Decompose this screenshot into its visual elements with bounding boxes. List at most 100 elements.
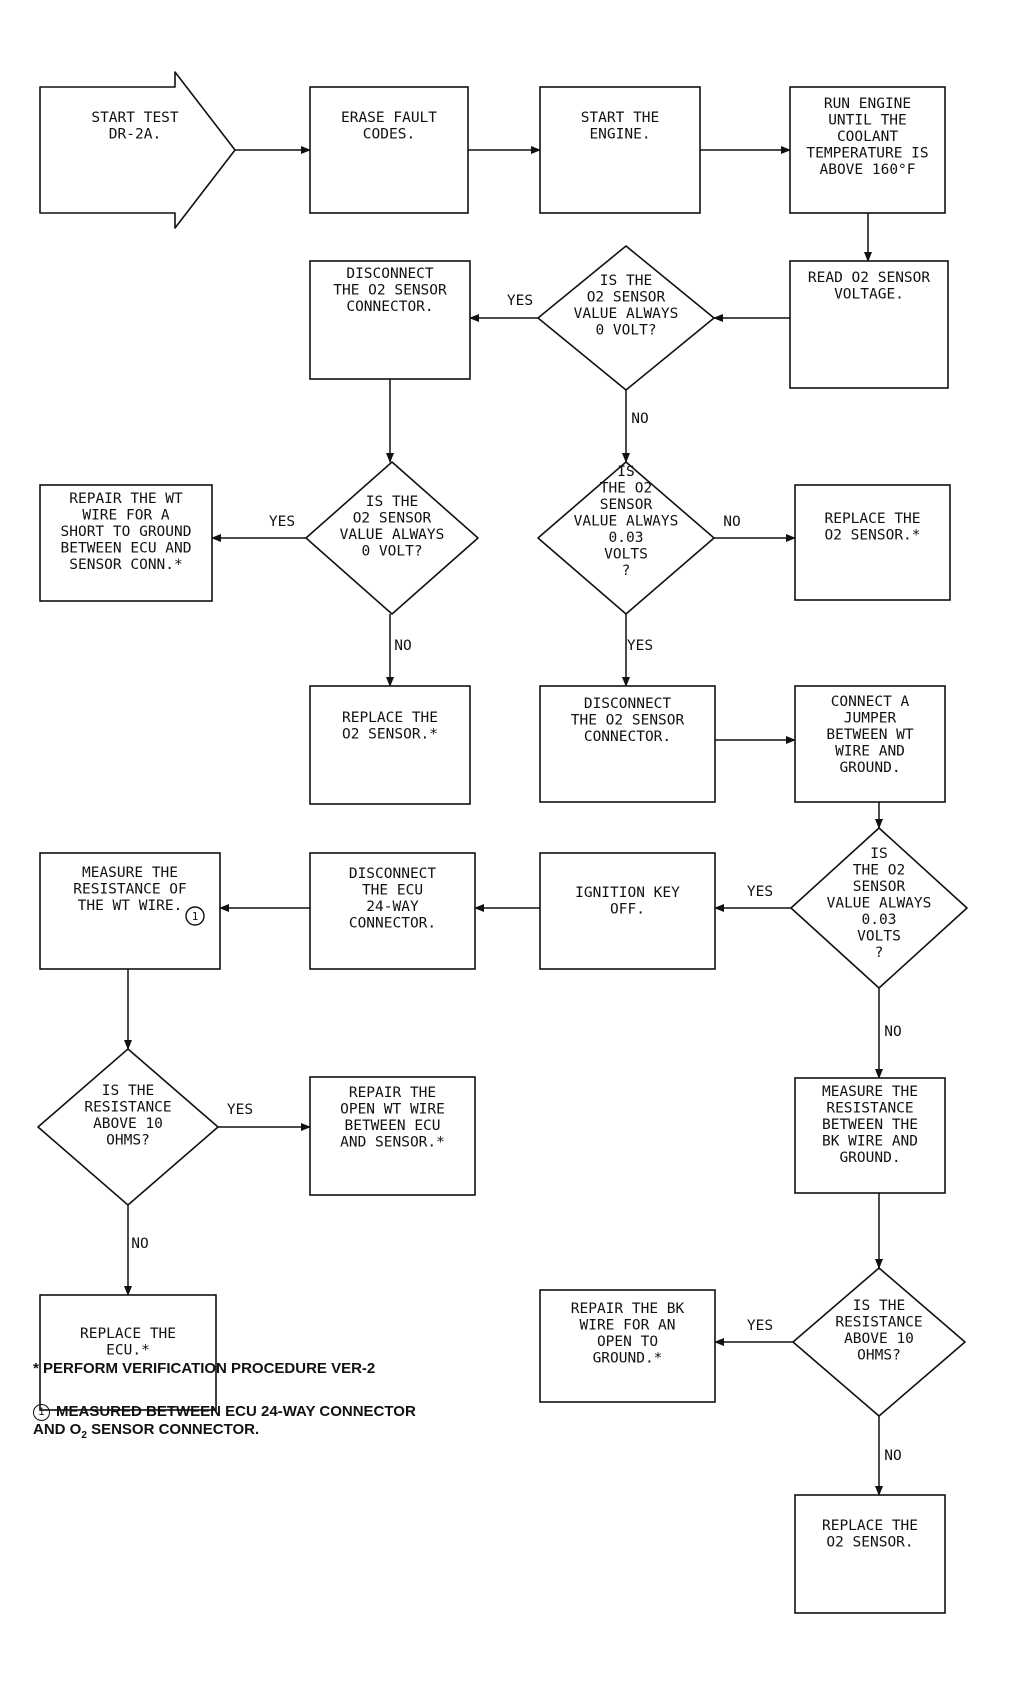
- node-text: VOLTS: [604, 547, 648, 563]
- node-text: START THE: [581, 110, 660, 126]
- node-text: REPAIR THE WT: [69, 491, 183, 507]
- node-text: SHORT TO GROUND: [61, 524, 192, 540]
- node-text: RUN ENGINE: [824, 96, 911, 112]
- process-box: [39, 1294, 217, 1411]
- node-text: O2 SENSOR.: [826, 1535, 913, 1551]
- node-text: OFF.: [610, 902, 645, 918]
- node-text: IS THE: [366, 494, 418, 510]
- node-text: UNTIL THE: [828, 113, 907, 129]
- process-box: [309, 86, 469, 214]
- node-text: VOLTS: [857, 929, 901, 945]
- marker-number: 1: [192, 910, 199, 923]
- node-text: GROUND.*: [593, 1351, 663, 1367]
- edge-label-d1-no: NO: [631, 411, 648, 427]
- node-text: IS: [870, 846, 887, 862]
- node-text: RESISTANCE: [835, 1315, 922, 1331]
- node-text: REPAIR THE: [349, 1085, 436, 1101]
- node-text: 0 VOLT?: [361, 544, 422, 560]
- decision-diamond: [537, 461, 715, 615]
- marker-circle-icon: 1: [33, 1403, 50, 1421]
- node-text: THE WT WIRE.: [78, 898, 183, 914]
- node-text: OHMS?: [106, 1133, 150, 1149]
- edge-label-d2-yes: YES: [269, 514, 295, 530]
- node-text: CONNECTOR.: [346, 299, 433, 315]
- process-box: [309, 852, 476, 970]
- node-text: BK WIRE AND: [822, 1134, 918, 1150]
- node-text: GROUND.: [839, 760, 900, 776]
- node-text: 0 VOLT?: [595, 323, 656, 339]
- process-box: [539, 685, 716, 803]
- node-text: CODES.: [363, 127, 415, 143]
- node-text: THE O2 SENSOR: [571, 713, 685, 729]
- connectors: [124, 146, 883, 1496]
- node-text: REPLACE THE: [822, 1518, 918, 1534]
- node-text: IS: [617, 464, 634, 480]
- decision-diamond: [792, 1267, 966, 1417]
- node-text: ABOVE 10: [844, 1331, 914, 1347]
- edge-label-d1-yes: YES: [507, 293, 533, 309]
- process-box: [39, 852, 221, 970]
- process-box: [794, 1494, 946, 1614]
- node-text: VALUE ALWAYS: [574, 306, 679, 322]
- process-box: [539, 86, 701, 214]
- node-text: VALUE ALWAYS: [827, 896, 932, 912]
- node-text: BETWEEN ECU: [344, 1118, 440, 1134]
- node-text: REPAIR THE BK: [571, 1301, 685, 1317]
- node-text: CONNECTOR.: [349, 916, 436, 932]
- node-text: MEASURE THE: [822, 1084, 918, 1100]
- edge-label-d6-no: NO: [884, 1448, 901, 1464]
- node-text: TEMPERATURE IS: [806, 146, 928, 162]
- node-text: ABOVE 10: [93, 1116, 163, 1132]
- node-text: ECU.*: [106, 1343, 150, 1359]
- start-arrow-shape: [39, 71, 236, 229]
- decision-diamond: [537, 245, 715, 391]
- node-text: 24-WAY: [366, 899, 419, 915]
- edge-label-d5-no: NO: [131, 1236, 148, 1252]
- node-text: MEASURE THE: [82, 865, 178, 881]
- node-text: 0.03: [609, 530, 644, 546]
- node-text: RESISTANCE: [84, 1100, 171, 1116]
- node-text: VALUE ALWAYS: [574, 514, 679, 530]
- node-text: O2 SENSOR.*: [342, 727, 438, 743]
- node-text: CONNECT A: [831, 694, 910, 710]
- node-text: REPLACE THE: [342, 710, 438, 726]
- decision-diamond: [305, 461, 479, 615]
- node-text: REPLACE THE: [80, 1326, 176, 1342]
- node-text: ABOVE 160°F: [819, 162, 915, 178]
- edge-label-d2-no: NO: [394, 638, 411, 654]
- node-text: ERASE FAULT: [341, 110, 437, 126]
- node-text: BETWEEN THE: [822, 1117, 918, 1133]
- edge-label-d3-yes: YES: [627, 638, 653, 654]
- process-box: [789, 86, 946, 214]
- node-text: AND SENSOR.*: [340, 1135, 445, 1151]
- edge-label-d5-yes: YES: [227, 1102, 253, 1118]
- node-text: REPLACE THE: [824, 511, 920, 527]
- node-text: WIRE FOR AN: [579, 1318, 675, 1334]
- node-text: THE ECU: [362, 883, 423, 899]
- node-text: OPEN TO: [597, 1334, 658, 1350]
- node-text: RESISTANCE OF: [73, 882, 187, 898]
- node-text: DISCONNECT: [346, 266, 434, 282]
- process-box: [789, 260, 949, 389]
- node-text: THE O2 SENSOR: [333, 283, 447, 299]
- node-text: COOLANT: [837, 129, 898, 145]
- process-box: [539, 852, 716, 970]
